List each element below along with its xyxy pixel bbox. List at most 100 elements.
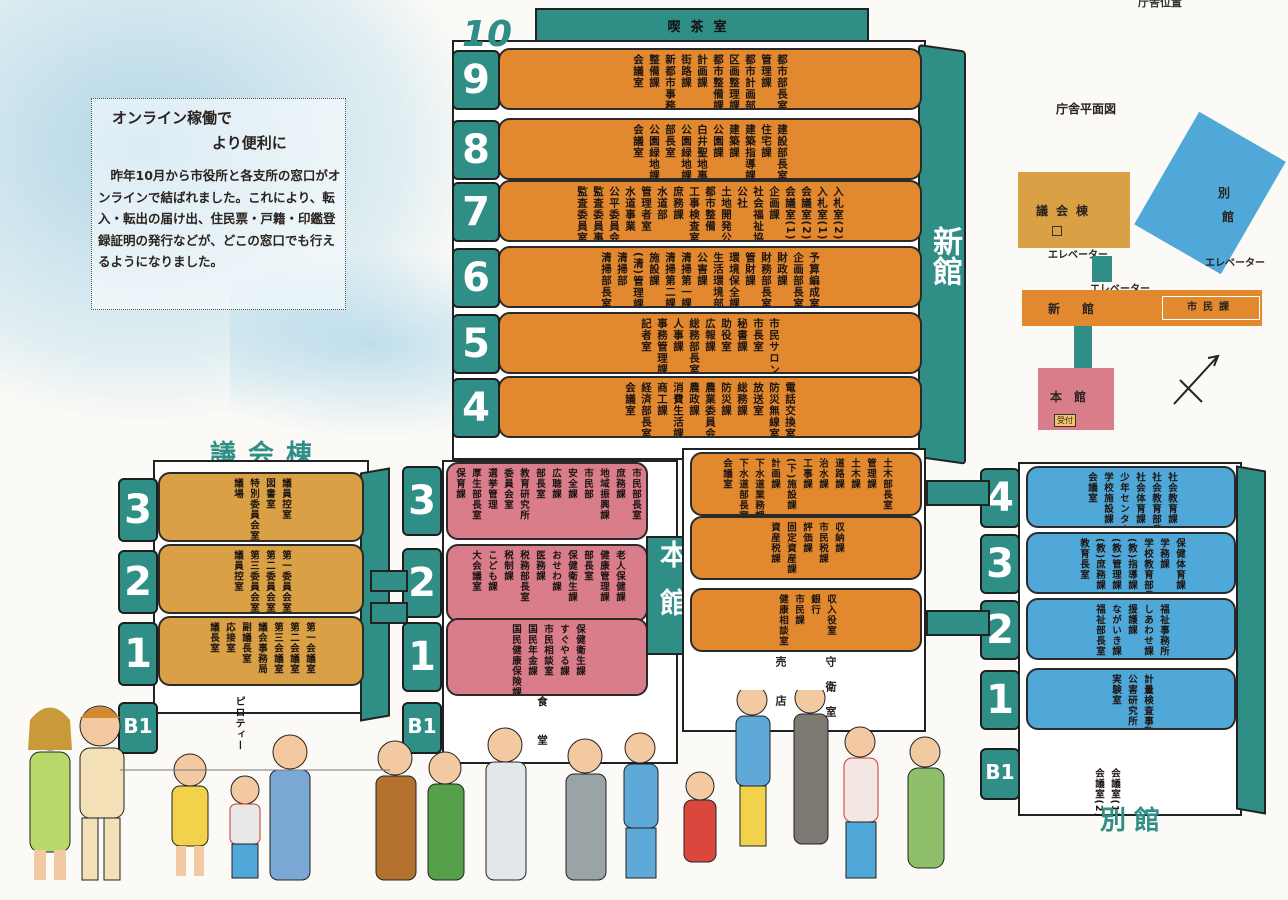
tower-floor-number: 5 <box>462 321 490 367</box>
room-label: 評価課 <box>801 522 812 554</box>
room-label: 社会体育課 <box>1134 472 1145 525</box>
room-label: 議場 <box>232 478 243 499</box>
tower-floor-rooms: 入札室(2)入札室(1)会議室(2)会議室(1)企画課社会福祉協議会公社土地開発… <box>576 182 844 242</box>
honkan-floor-3: 市民部長室庶務課地域振興課市民部安全課広聴課部長室教育研究所委員会室選挙管理厚生… <box>446 462 648 540</box>
bekkan-floor-number: 2 <box>986 607 1014 653</box>
room-label: 都市計画部 <box>744 54 756 110</box>
room-label: 商工課 <box>656 382 668 417</box>
lower_new-floor-rooms: 収納課市民税課評価課固定資産課資産税課 <box>768 518 844 575</box>
room-label: 選挙管理 <box>486 468 497 510</box>
tower-floor-number-box: 4 <box>452 378 500 438</box>
room-label: 管理課 <box>760 54 772 89</box>
tower-floor-7: 入札室(2)入札室(1)会議室(2)会議室(1)企画課社会福祉協議会公社土地開発… <box>498 180 922 242</box>
room-label: 保育課 <box>454 468 465 500</box>
gikai-floor-number-box: 1 <box>118 622 158 686</box>
room-label: 議員控室 <box>280 478 291 520</box>
room-label: 公社 <box>736 186 748 209</box>
gikai-floor-2: 第一委員会室第二委員会室第三委員会室議員控室 <box>158 544 364 614</box>
room-label: 収納課 <box>833 522 844 554</box>
room-label: 保健衛生課 <box>566 550 577 603</box>
bekkan-b1-rooms: 会議室(1)会議室(2) <box>1092 764 1120 818</box>
person-2 <box>79 705 125 881</box>
tower-floor-8: 建設部長室住宅課建築指導課建築課公園課白井聖地事務所公園緑地課部長室公園緑地課会… <box>498 118 922 180</box>
room-label: 学校教育部長室 <box>1142 538 1153 594</box>
room-label: 第一会議室 <box>304 622 315 675</box>
room-label: 教育長室 <box>1078 538 1089 580</box>
plan-bekkan-label-1: 別 <box>1218 186 1231 200</box>
honkan-floor-number: B1 <box>407 714 437 738</box>
room-label: 庶務課 <box>672 186 684 221</box>
tower-floor-number-box: 7 <box>452 182 500 242</box>
tower-floor-number-box: 6 <box>452 248 500 308</box>
bekkan-title: 別館 <box>1100 806 1169 836</box>
room-label: 総務課 <box>736 382 748 417</box>
room-label: 第三会議室 <box>272 622 283 675</box>
room-label: 公園課 <box>712 124 724 159</box>
plan-gikai-label: 議会棟 <box>1036 204 1097 218</box>
bekkan-floor-rooms: 福祉事務所しあわせ課援護課ながいき課福祉部長室 <box>1093 600 1169 657</box>
person-13 <box>793 690 829 845</box>
room-label: 収入役室 <box>825 594 836 636</box>
room-label: 新都市事務所 <box>664 54 676 110</box>
honkan-floor-number: 2 <box>408 560 436 606</box>
lower_new-floor-rooms: 収入役室銀行市民課健康相談室 <box>776 590 836 647</box>
honkan-floor-2: 老人保健課健康管理課部長室保健衛生課おせわ課医務課税務部長室税制課こども課大会議… <box>446 544 648 622</box>
room-label: 住宅課 <box>760 124 772 159</box>
room-label: 実験室 <box>1110 674 1121 706</box>
room-label: 医務課 <box>534 550 545 582</box>
tower-floor-rooms: 市民サロン市長室秘書課助役室広報課総務部長室人事課事務管理課記者室 <box>640 314 780 372</box>
bekkan-floor-number-box: 1 <box>980 670 1020 730</box>
gikai-floor-rooms: 第一会議室第二会議室第三会議室議会事務局副議長室応接室議長室 <box>207 618 315 675</box>
intro-body: 昨年10月から市役所と各支所の窓口がオンラインで結ばれました。これにより、転入・… <box>98 168 341 269</box>
tower-floor-number: 8 <box>462 127 490 173</box>
room-label: 市民部長室 <box>630 468 641 521</box>
room-label: 第二会議室 <box>288 622 299 675</box>
room-label: 農業委員会 <box>704 382 716 438</box>
room-label: (教)庶務課 <box>1094 538 1105 591</box>
room-label: 会議室 <box>1086 472 1097 504</box>
bekkan-floor-rooms: 計量検査事務所公害研究所実験室 <box>1109 670 1153 728</box>
bekkan-floor-number-box: 3 <box>980 534 1020 594</box>
person-4 <box>229 775 261 879</box>
plan-shimin: 市民課 <box>1162 296 1260 320</box>
room-label: 第二委員会室 <box>264 550 275 613</box>
plan-link-1 <box>1092 256 1112 282</box>
plan-honkan-label: 本館 <box>1050 390 1099 404</box>
room-label: 生活環境部 <box>712 252 724 308</box>
room-label: 委員会室 <box>502 468 513 510</box>
room-label: 助役室 <box>720 318 732 353</box>
room-label: 議長室 <box>208 622 219 654</box>
room-label: 経済部長室 <box>640 382 652 438</box>
room-label: 公平委員会 <box>608 186 620 242</box>
room-label: 人事課 <box>672 318 684 353</box>
room-label: 市長室 <box>752 318 764 353</box>
compass-icon <box>1173 354 1220 405</box>
intro-box: オンライン稼働で より便利に 昨年10月から市役所と各支所の窓口がオンラインで結… <box>91 98 346 310</box>
room-label: 国民年金課 <box>526 624 537 677</box>
room-label: 放送室 <box>752 382 764 417</box>
room-label: 建築指導課 <box>744 124 756 180</box>
room-label: 都市部長室 <box>776 54 788 110</box>
room-label: 入札室(2) <box>832 186 844 241</box>
top-right-caption: 庁舎位置 <box>1138 0 1182 9</box>
bekkan-floor-number: B1 <box>985 760 1015 784</box>
room-label: 特別委員会室 <box>248 478 259 541</box>
room-label: 副議長室 <box>240 622 251 664</box>
tower-floor-9: 都市部長室管理課都市計画部区画整理課都市整備課計画課街路課新都市事務所整備課会議… <box>498 48 922 110</box>
bekkan-floor-rooms: 社会教育課社会教育部長室社会体育課少年センター学校施設課会議室 <box>1085 468 1177 528</box>
room-label: 少年センター <box>1118 472 1129 528</box>
room-label: (清)管理課 <box>632 252 644 308</box>
room-label: 会議室 <box>624 382 636 417</box>
room-label: 第一委員会室 <box>280 550 291 613</box>
room-label: 街路課 <box>680 54 692 89</box>
room-label: 建設部長室 <box>776 124 788 180</box>
room-label: 教育研究所 <box>518 468 529 521</box>
person-14 <box>843 726 879 879</box>
shokudo-label: 食堂 <box>536 696 548 773</box>
room-label: 健康相談室 <box>777 594 788 647</box>
room-label: 土木部長室 <box>881 458 892 511</box>
room-label: 清掃部長室 <box>600 252 612 308</box>
bekkan-floor-2: 福祉事務所しあわせ課援護課ながいき課福祉部長室 <box>1026 598 1236 660</box>
tower-floor-number-box: 5 <box>452 314 500 374</box>
gikai-floor-number-box: 2 <box>118 550 158 614</box>
